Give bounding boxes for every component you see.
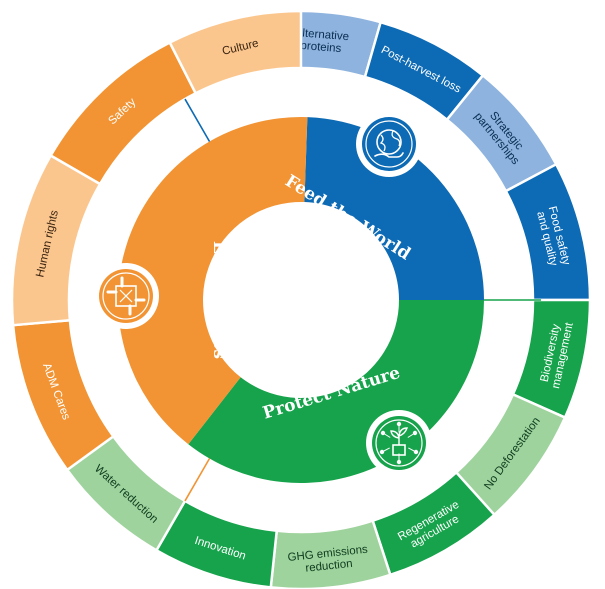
joined-hands-icon <box>93 263 159 329</box>
sprout-network-icon <box>366 410 432 476</box>
pillar-label: Enrich Lives <box>209 241 229 359</box>
segment-post-harvest-loss: Post-harvest loss <box>363 20 485 122</box>
segment-no-deforestation: No Deforestation <box>454 392 567 517</box>
segment-label: Alternativeproteins <box>293 27 349 56</box>
pillar-icons <box>93 111 432 476</box>
segment-culture: Culture <box>168 9 303 95</box>
pillar-feed-the-world-arc <box>304 117 484 300</box>
ring-dividers <box>184 98 541 502</box>
pillar-enrich-lives-arc <box>118 117 308 445</box>
pillar-feed-the-world <box>304 117 484 300</box>
segment-food-safety-and-quality: Food safetyand quality <box>504 162 592 302</box>
sector-divider <box>184 98 211 142</box>
segment-biodiversity-management: Biodiversitymanagement <box>511 298 592 420</box>
segment-culture-arc <box>168 9 303 95</box>
globe-hand-icon <box>356 111 422 177</box>
sector-divider <box>184 458 211 502</box>
pillar-enrich-lives <box>118 117 308 445</box>
outer-ring: Land useefficiencyAlternativeproteinsPos… <box>10 9 592 589</box>
segment-human-rights-arc <box>10 153 102 327</box>
segment-human-rights: Human rights <box>10 153 102 327</box>
segment-ghg-emissions-reduction: GHG emissionsreduction <box>269 519 392 589</box>
segment-adm-cares: ADM Cares <box>11 318 116 472</box>
segment-label: Biodiversitymanagement <box>538 318 576 390</box>
segment-safety: Safety <box>49 40 198 186</box>
